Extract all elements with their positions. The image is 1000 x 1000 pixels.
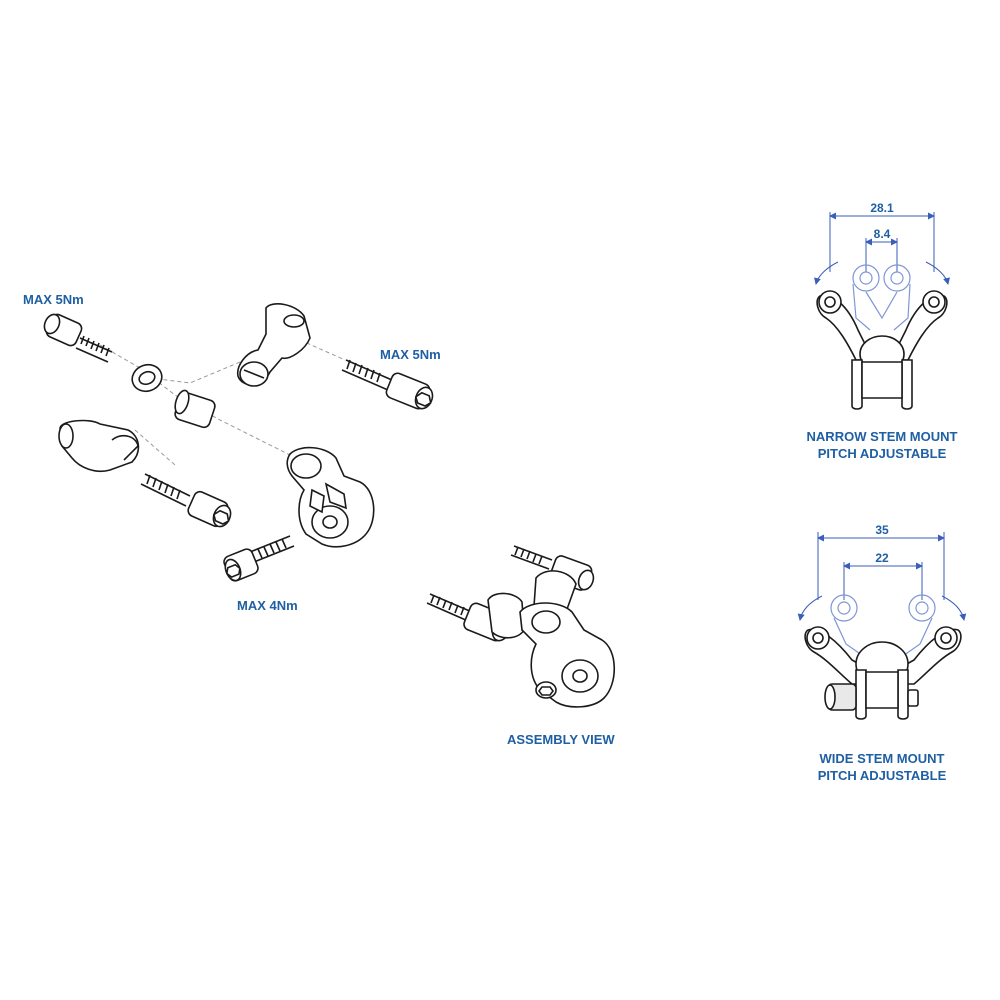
wide-caption-line2: PITCH ADJUSTABLE	[817, 768, 947, 783]
narrow-ghost-outline	[852, 264, 911, 331]
wide-mount-part	[804, 626, 962, 720]
wide-stem-mount-caption: WIDE STEM MOUNT PITCH ADJUSTABLE	[782, 750, 982, 784]
alignment-guide	[134, 429, 176, 466]
assembly-clamp-left	[487, 592, 525, 639]
clamp-half-bottom	[58, 419, 140, 473]
wide-ghost-outline	[830, 594, 936, 659]
wide-caption-line1: WIDE STEM MOUNT	[819, 751, 945, 766]
assembly-bolt-top	[510, 545, 595, 591]
bolt-right	[341, 359, 434, 410]
bolt-small	[223, 535, 295, 582]
narrow-stem-mount-caption: NARROW STEM MOUNT PITCH ADJUSTABLE	[782, 428, 982, 462]
exploded-view	[43, 303, 434, 582]
alignment-guide	[99, 344, 301, 461]
bolt-lower-long	[140, 473, 232, 528]
alignment-guide	[149, 361, 241, 384]
washer	[131, 363, 163, 393]
narrow-outer-dimension: 28.1	[870, 201, 894, 215]
assembly-view	[426, 545, 615, 708]
torque-label-bottom: MAX 4Nm	[237, 598, 298, 613]
narrow-inner-dimension: 8.4	[874, 227, 891, 241]
wide-inner-dimension: 22	[875, 551, 889, 565]
assembly-view-title: ASSEMBLY VIEW	[507, 732, 615, 747]
narrow-caption-line1: NARROW STEM MOUNT	[806, 429, 958, 444]
spacer-sleeve	[174, 389, 216, 429]
narrow-mount-part	[816, 290, 948, 410]
wide-stem-mount-drawing: 35 22	[797, 523, 967, 720]
main-mount-body	[286, 446, 375, 548]
wide-outer-dimension: 35	[875, 523, 889, 537]
clamp-half-top	[236, 303, 311, 387]
bolt-top-left	[43, 313, 113, 363]
torque-label-right: MAX 5Nm	[380, 347, 441, 362]
narrow-caption-line2: PITCH ADJUSTABLE	[817, 446, 947, 461]
narrow-stem-mount-drawing: 28.1 8.4	[814, 201, 950, 410]
torque-label-left: MAX 5Nm	[23, 292, 84, 307]
